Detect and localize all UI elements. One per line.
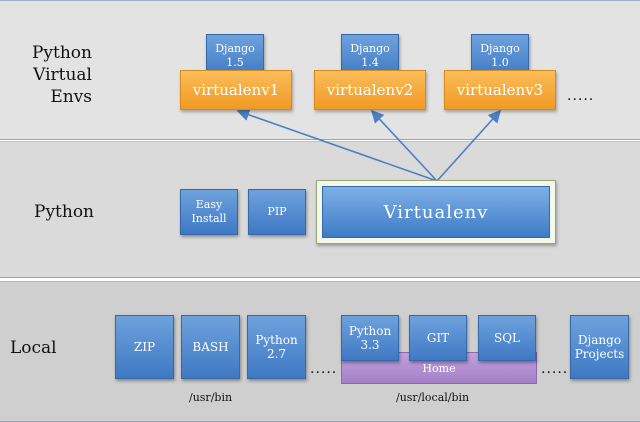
virtual-envs-layer-label: Python Virtual Envs <box>31 43 92 107</box>
local-ellipsis-1: ..... <box>310 361 338 377</box>
virtualenv3-box: virtualenv3 <box>444 70 556 110</box>
easy-install-box: Easy Install <box>180 189 238 235</box>
local-layer-label: Local <box>10 338 57 358</box>
python-3-3-box: Python 3.3 <box>341 315 399 361</box>
git-box: GIT <box>409 315 467 361</box>
usr-local-bin-label: /usr/local/bin <box>396 391 470 404</box>
zip-box: ZIP <box>115 315 174 379</box>
usr-bin-label: /usr/bin <box>189 391 233 404</box>
django-projects-box: Django Projects <box>570 315 629 379</box>
bash-box: BASH <box>181 315 240 379</box>
pip-box: PIP <box>248 189 306 235</box>
more-virtualenvs-ellipsis: ..... <box>567 88 595 104</box>
home-label: Home <box>422 362 456 375</box>
virtualenv2-box: virtualenv2 <box>314 70 426 110</box>
arrow-to-virtualenv1 <box>236 108 438 182</box>
local-ellipsis-2: ..... <box>541 361 569 377</box>
python-layer-label: Python <box>34 202 95 222</box>
sql-box: SQL <box>478 315 536 361</box>
arrow-to-virtualenv2 <box>370 109 438 182</box>
virtualenv-tool-label: Virtualenv <box>322 186 550 238</box>
python-2-7-box: Python 2.7 <box>247 315 306 379</box>
virtualenv1-box: virtualenv1 <box>180 70 292 110</box>
arrow-to-virtualenv3 <box>436 109 502 182</box>
virtualenv-tool-box: Virtualenv <box>316 180 556 244</box>
